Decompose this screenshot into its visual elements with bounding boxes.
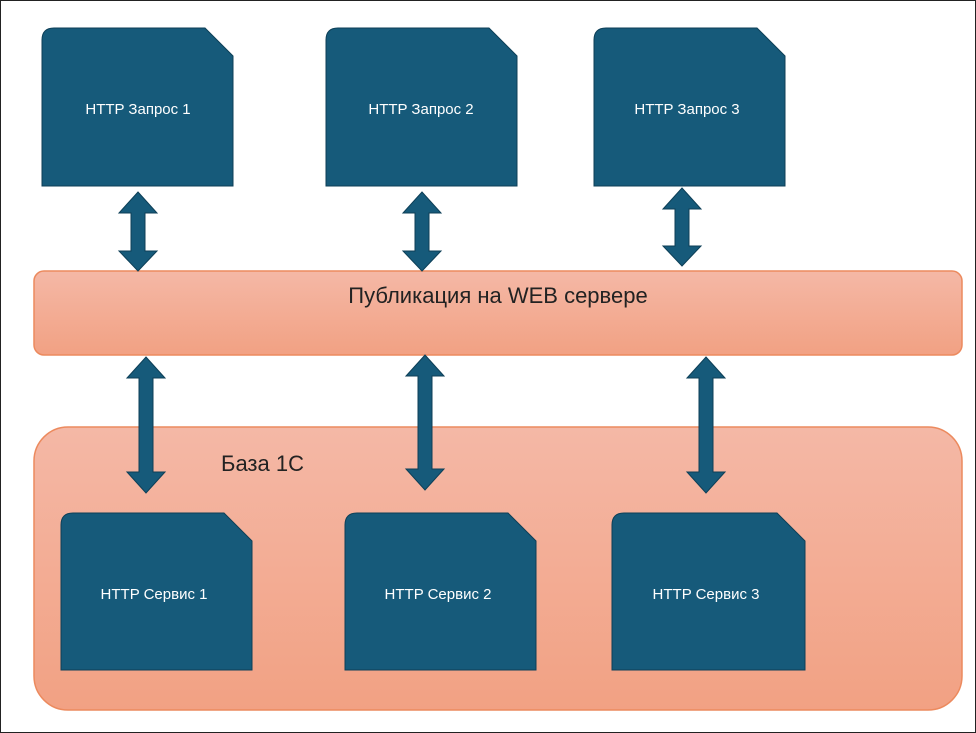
arrow-request-2-web (401, 191, 443, 272)
arrow-request-3-web (661, 187, 703, 267)
request-node-1 (41, 27, 234, 187)
request-label-1: HTTP Запрос 1 (85, 101, 191, 118)
arrow-web-service-2 (404, 354, 446, 491)
request-node-3 (593, 27, 786, 187)
request-node-2 (325, 27, 518, 187)
service-node-1 (60, 512, 253, 671)
service-label-3: HTTP Сервис 3 (652, 586, 760, 603)
base-1c-label: База 1С (221, 451, 304, 476)
arrow-request-1-web (117, 191, 159, 272)
service-node-3 (611, 512, 806, 671)
request-label-3: HTTP Запрос 3 (634, 101, 740, 118)
arrow-web-service-3 (685, 356, 727, 494)
arrow-web-service-1 (125, 356, 167, 494)
service-label-2: HTTP Сервис 2 (384, 586, 492, 603)
web-server-label: Публикация на WEB сервере (348, 283, 648, 308)
service-node-2 (344, 512, 537, 671)
request-label-2: HTTP Запрос 2 (368, 101, 474, 118)
web-server-layer (33, 270, 963, 356)
service-label-1: HTTP Сервис 1 (100, 586, 208, 603)
